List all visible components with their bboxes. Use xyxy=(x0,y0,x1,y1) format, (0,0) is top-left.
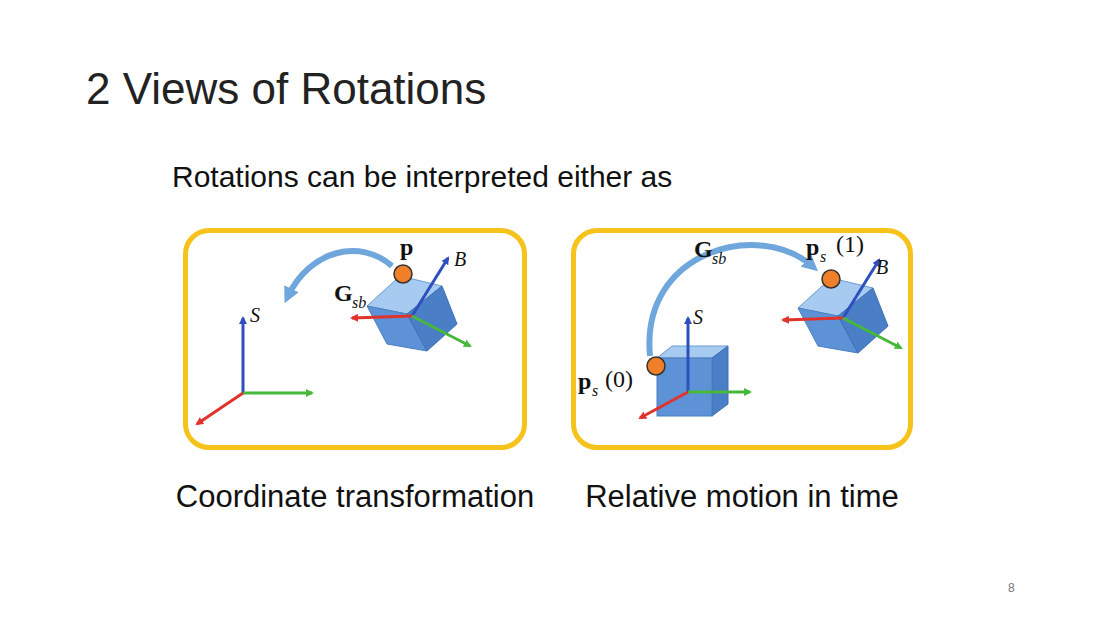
frame-label: B xyxy=(454,248,466,270)
math-label: (1) xyxy=(836,231,864,257)
math-subscript: s xyxy=(820,248,826,266)
frame-label: B xyxy=(876,256,888,278)
view-panel: Coordinate transformation xyxy=(183,228,527,450)
frame-label: S xyxy=(250,304,260,326)
frame-label: S xyxy=(693,306,703,328)
subtitle: Rotations can be interpreted either as xyxy=(172,160,672,193)
rotated-cube xyxy=(352,258,470,351)
math-subscript: sb xyxy=(352,294,366,312)
initial-cube xyxy=(657,346,728,416)
panel-caption: Coordinate transformation xyxy=(165,475,545,519)
slide-title: 2 Views of Rotations xyxy=(86,64,486,114)
point-p1 xyxy=(822,270,840,288)
panel-caption: Relative motion in time xyxy=(552,475,932,519)
math-label: (0) xyxy=(605,366,633,392)
frame-s xyxy=(640,318,750,418)
motion-arrow xyxy=(649,245,812,356)
math-subscript: sb xyxy=(712,250,726,268)
point-p0 xyxy=(647,357,665,375)
math-label: G xyxy=(694,236,713,262)
math-label: p xyxy=(806,234,819,260)
math-label: p xyxy=(400,234,413,260)
view-panel: Relative motion in time xyxy=(571,228,913,450)
math-subscript: s xyxy=(592,382,598,400)
frame-s xyxy=(197,318,312,424)
math-label: G xyxy=(334,280,353,306)
math-label: p xyxy=(578,368,591,394)
slide-number: 8 xyxy=(1008,582,1015,595)
point-p xyxy=(394,265,412,283)
